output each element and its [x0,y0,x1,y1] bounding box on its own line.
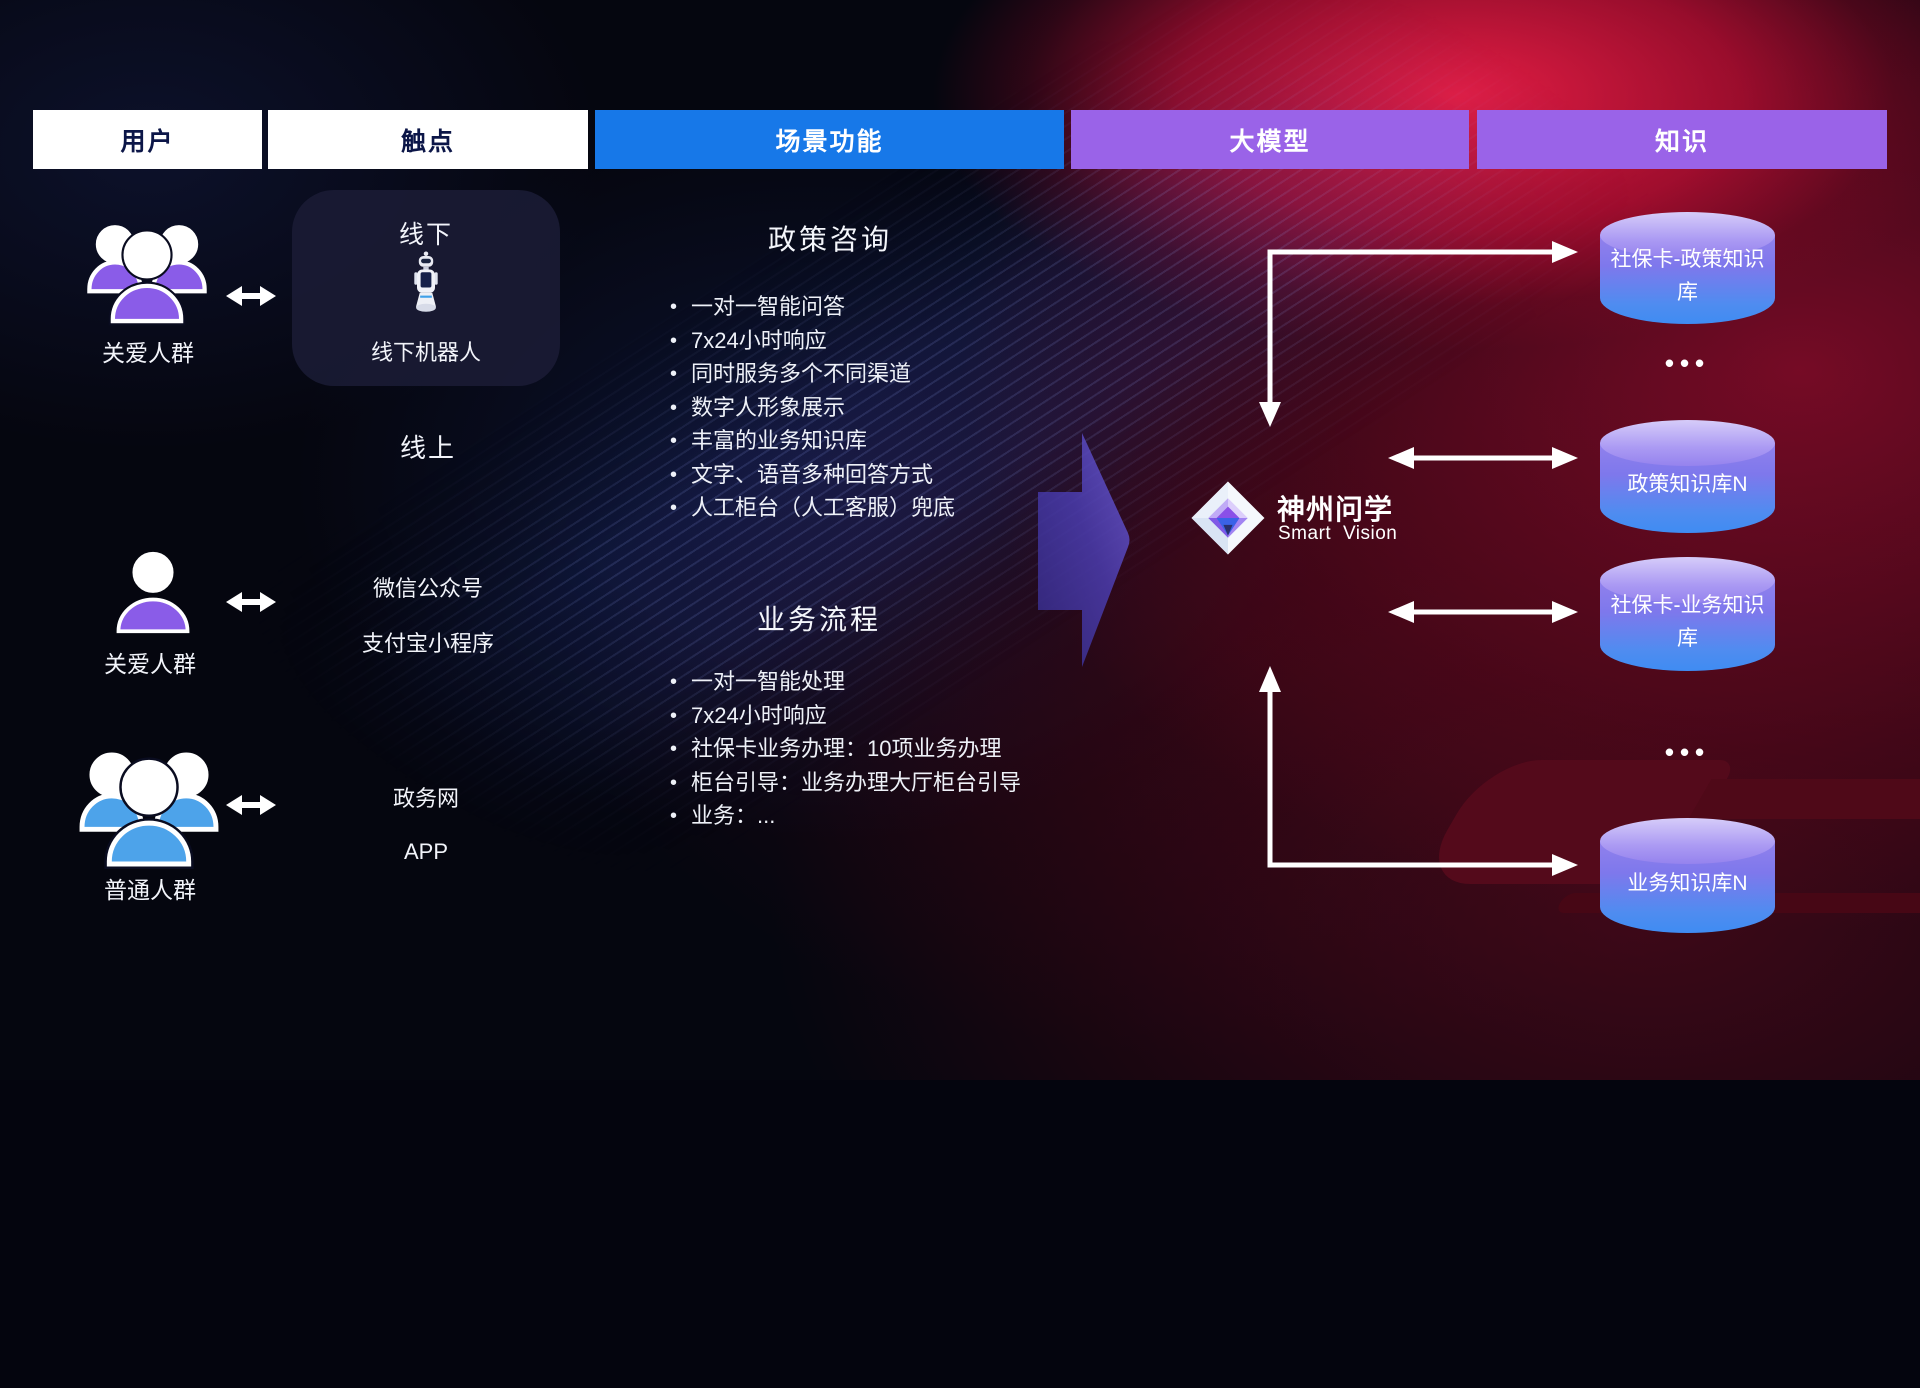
list-item: 一对一智能问答 [670,291,955,325]
column-header-users: 用户 [33,110,262,169]
scene-title-policy: 政策咨询 [767,224,892,255]
list-item: 数字人形象展示 [670,392,955,426]
smart-vision-logo-icon [1191,481,1265,555]
offline-title: 线下 [398,221,453,249]
list-item: 社保卡业务办理：10项业务办理 [670,733,1021,767]
column-header-knowledge: 知识 [1477,110,1887,169]
user-label-1: 关爱人群 [102,340,194,366]
flow-arrow [1038,433,1130,667]
list-item: 人工柜台（人工客服）兜底 [670,492,955,526]
policy-bullet-list: 一对一智能问答 7x24小时响应 同时服务多个不同渠道 数字人形象展示 丰富的业… [670,291,955,526]
robot-icon [414,251,438,312]
column-header-scene-functions: 场景功能 [595,110,1064,169]
online-item-app: APP [403,839,449,864]
list-item: 一对一智能处理 [670,666,1021,700]
column-header-touchpoints: 触点 [268,110,588,169]
knowledge-db-policy-shebao: 社保卡-政策知识库 [1600,212,1775,324]
knowledge-db-policy-n: 政策知识库N [1600,420,1775,533]
user-label-2: 关爱人群 [104,651,196,677]
single-user-icon-purple [116,551,190,634]
knowledge-db-business-n: 业务知识库N [1600,818,1775,933]
online-item-gov: 政务网 [392,786,459,811]
online-item-wechat: 微信公众号 [372,576,483,601]
list-item: 业务：... [670,800,1021,834]
offline-device-label: 线下机器人 [370,340,481,365]
online-title: 线上 [399,433,456,463]
ellipsis-dots-bottom: ••• [1664,737,1711,767]
ellipsis-dots-top: ••• [1664,348,1711,378]
list-item: 文字、语音多种回答方式 [670,459,955,493]
online-item-alipay: 支付宝小程序 [361,631,494,656]
connector-arrows [226,241,1578,876]
knowledge-db-business-shebao: 社保卡-业务知识库 [1600,557,1775,671]
list-item: 同时服务多个不同渠道 [670,358,955,392]
group-users-icon-purple [87,225,207,326]
user-label-3: 普通人群 [104,877,196,903]
list-item: 7x24小时响应 [670,700,1021,734]
logo-subtitle: Smart Vision [1278,523,1398,544]
list-item: 柜台引导：业务办理大厅柜台引导 [670,767,1021,801]
scene-title-business: 业务流程 [756,604,881,635]
business-bullet-list: 一对一智能处理 7x24小时响应 社保卡业务办理：10项业务办理 柜台引导：业务… [670,666,1021,834]
list-item: 7x24小时响应 [670,325,955,359]
logo-name: 神州问学 [1277,494,1394,525]
column-header-large-model: 大模型 [1071,110,1469,169]
group-users-icon-blue [79,752,219,869]
list-item: 丰富的业务知识库 [670,425,955,459]
